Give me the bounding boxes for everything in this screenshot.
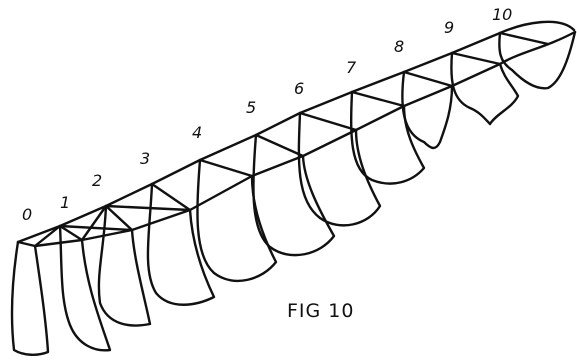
section-5: [252, 133, 336, 257]
section-9: [450, 51, 520, 126]
deck-line-2: [104, 204, 134, 232]
starboard-sheer-line: [16, 20, 576, 244]
deck-line-10: [498, 31, 550, 46]
station-label-1: 1: [60, 193, 70, 212]
deck-line-7: [350, 90, 406, 108]
section-1: [58, 224, 112, 352]
figure-caption: FIG 10: [287, 300, 354, 322]
station-label-9: 9: [444, 18, 454, 37]
station-sections: [10, 30, 577, 356]
section-2: [97, 204, 152, 327]
deck-line-9: [450, 51, 502, 66]
diagonal-1-2: [80, 204, 108, 242]
station-label-3: 3: [140, 149, 150, 168]
section-10: [498, 30, 577, 90]
station-label-0: 0: [22, 205, 32, 224]
section-4: [196, 158, 278, 283]
section-8: [401, 70, 454, 150]
deck-line-5: [254, 133, 305, 158]
station-label-2: 2: [92, 171, 102, 190]
station-label-7: 7: [346, 58, 357, 77]
deck-line-8: [402, 70, 454, 88]
diagonal-0-1: [33, 224, 62, 248]
deck-line-4: [198, 158, 254, 178]
section-3: [146, 182, 216, 306]
station-label-5: 5: [246, 98, 256, 117]
station-label-4: 4: [192, 123, 202, 142]
station-label-6: 6: [294, 79, 304, 98]
deck-line-0: [16, 240, 37, 248]
section-6: [297, 111, 382, 227]
diagonal-2-3: [104, 204, 192, 212]
station-labels: 0 1 2 3 4 5 6 7 8 9 10: [22, 5, 512, 224]
station-label-8: 8: [394, 37, 404, 56]
deck-cross-lines: [16, 31, 550, 248]
station-label-10: 10: [492, 5, 512, 24]
deck-line-1: [58, 224, 84, 242]
deck-diagonals: [33, 204, 192, 248]
section-0: [10, 240, 50, 356]
deck-line-3: [150, 182, 192, 212]
section-7: [350, 90, 426, 185]
deck-line-6: [298, 111, 358, 132]
diagonal-1-2b: [58, 224, 134, 232]
